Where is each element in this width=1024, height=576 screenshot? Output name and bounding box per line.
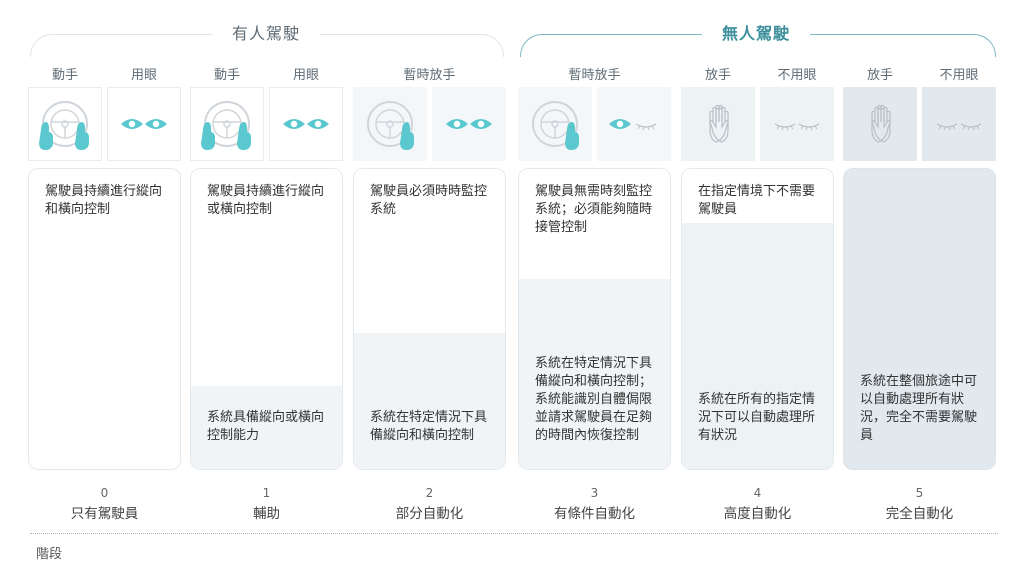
eyes-open-icon: [107, 87, 181, 161]
level-label: 0 只有駕駛員: [28, 486, 181, 522]
level-card: 駕駛員持續進行縱向和橫向控制: [28, 168, 181, 470]
autonomous-driving-title: 無人駕駛: [702, 20, 811, 44]
level-card: 駕駛員無需時刻監控系統；必須能夠隨時接管控制系統在特定情況下具備縱向和橫向控制；…: [518, 168, 671, 470]
system-capability-panel: 系統在整個旅途中可以自動處理所有狀況，完全不需要駕駛員: [844, 169, 995, 469]
open-hands-icon: [843, 87, 917, 161]
eyes-open-icon: [432, 87, 506, 161]
column-sublabel: 放手: [704, 68, 731, 83]
column-sublabel: 暫時放手: [568, 68, 621, 83]
open-hands-icon: [681, 87, 755, 161]
system-capability-text: 系統在特定情況下具備縱向和橫向控制； 系統能識別自體侷限並請求駕駛員在足夠的時間…: [535, 356, 653, 443]
level-number: 5: [915, 486, 924, 500]
column-sublabel: 放手: [866, 68, 893, 83]
level-label: 1 輔助: [190, 486, 343, 522]
system-capability-panel: 系統在特定情況下具備縱向和橫向控制: [354, 333, 505, 469]
level-name: 有條件自動化: [554, 506, 635, 522]
level-name: 高度自動化: [723, 506, 792, 522]
driver-role-text: 駕駛員持續進行縱向或橫向控制: [207, 184, 325, 217]
eyes-open-icon: [269, 87, 343, 161]
eyes-closed-icon: [922, 87, 996, 161]
system-capability-text: 系統具備縱向或橫向控制能力: [207, 410, 325, 443]
level-number: 3: [590, 486, 599, 500]
axis-label: 階段: [36, 547, 63, 562]
level-card: 駕駛員持續進行縱向或橫向控制系統具備縱向或橫向控制能力: [190, 168, 343, 470]
steering-wheel-one-hand-icon: [518, 87, 592, 161]
level-number: 4: [753, 486, 762, 500]
level-label: 4 高度自動化: [681, 486, 834, 522]
column-sublabel: 動手: [51, 68, 78, 83]
axis-divider: [30, 533, 998, 534]
steering-wheel-two-hands-icon: [190, 87, 264, 161]
column-sublabel: 用眼: [292, 68, 319, 83]
column-sublabel: 不用眼: [777, 68, 817, 83]
driver-role-text: 駕駛員無需時刻監控系統；必須能夠隨時接管控制: [535, 184, 653, 235]
column-sublabel: 暫時放手: [403, 68, 456, 83]
system-capability-text: 系統在特定情況下具備縱向和橫向控制: [370, 410, 488, 443]
level-number: 1: [262, 486, 271, 500]
system-capability-text: 系統在所有的指定情況下可以自動處理所有狀況: [698, 392, 816, 443]
system-capability-panel: 系統具備縱向或橫向控制能力: [191, 386, 342, 469]
eye-half-closed-icon: [597, 87, 671, 161]
steering-wheel-one-hand-icon: [353, 87, 427, 161]
level-card: 系統在整個旅途中可以自動處理所有狀況，完全不需要駕駛員: [843, 168, 996, 470]
level-card: 在指定情境下不需要駕駛員系統在所有的指定情況下可以自動處理所有狀況: [681, 168, 834, 470]
level-number: 0: [100, 486, 109, 500]
steering-wheel-two-hands-icon: [28, 87, 102, 161]
system-capability-panel: 系統在所有的指定情況下可以自動處理所有狀況: [682, 223, 833, 469]
column-sublabel: 用眼: [130, 68, 157, 83]
level-name: 完全自動化: [885, 506, 954, 522]
system-capability-text: 系統在整個旅途中可以自動處理所有狀況，完全不需要駕駛員: [860, 374, 978, 443]
level-number: 2: [425, 486, 434, 500]
driver-role-text: 駕駛員持續進行縱向和橫向控制: [45, 184, 163, 217]
system-capability-panel: 系統在特定情況下具備縱向和橫向控制； 系統能識別自體侷限並請求駕駛員在足夠的時間…: [519, 279, 670, 469]
driver-role-text: 在指定情境下不需要駕駛員: [698, 184, 816, 217]
column-sublabel: 不用眼: [939, 68, 979, 83]
eyes-closed-icon: [760, 87, 834, 161]
level-label: 2 部分自動化: [353, 486, 506, 522]
level-name: 部分自動化: [395, 506, 464, 522]
level-label: 5 完全自動化: [843, 486, 996, 522]
column-sublabel: 動手: [213, 68, 240, 83]
level-name: 輔助: [253, 506, 280, 522]
level-card: 駕駛員必須時時監控系統系統在特定情況下具備縱向和橫向控制: [353, 168, 506, 470]
level-label: 3 有條件自動化: [518, 486, 671, 522]
driver-role-text: 駕駛員必須時時監控系統: [370, 184, 488, 217]
level-name: 只有駕駛員: [70, 506, 139, 522]
manual-driving-title: 有人駕駛: [212, 20, 321, 44]
